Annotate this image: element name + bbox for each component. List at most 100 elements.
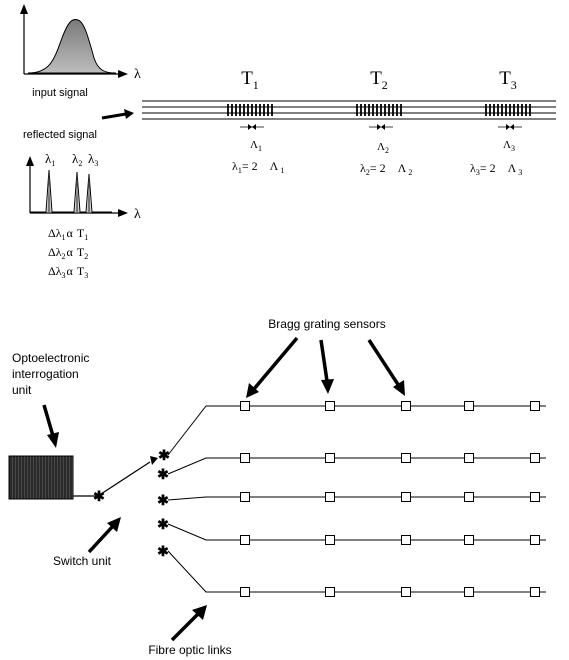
switch-arm-arrowhead xyxy=(150,456,158,465)
switch-output-node-2: ✱ xyxy=(157,466,169,482)
bragg-sensor-3-1 xyxy=(240,492,250,502)
switch-unit-arrow-head xyxy=(107,517,121,532)
grating-2-period-arrow-right xyxy=(381,124,385,130)
bragg-sensor-4-5 xyxy=(530,535,540,545)
reflected-x-arrowhead xyxy=(118,209,128,217)
input-y-arrowhead xyxy=(20,4,28,14)
bragg-sensor-3-3 xyxy=(401,492,411,502)
interrogation-unit-box xyxy=(8,455,74,500)
grating-1-period-arrow-left xyxy=(248,124,252,130)
bragg-sensor-2-5 xyxy=(530,453,540,463)
bragg-sensor-3-5 xyxy=(530,492,540,502)
bragg-sensor-4-4 xyxy=(464,535,474,545)
reflected-peak-1 xyxy=(47,170,51,212)
bragg-sensor-1-5 xyxy=(530,401,540,411)
grating-2-period-label: Λ2 xyxy=(377,141,389,155)
bragg-sensor-3-2 xyxy=(325,492,335,502)
grating-1-period-arrow-right xyxy=(252,124,256,130)
switch-unit-arrow-shaft xyxy=(87,524,115,554)
grating-3-period-arrow-left xyxy=(506,124,510,130)
bragg-sensor-4-1 xyxy=(240,535,250,545)
bragg-sensors-label: Bragg grating sensors xyxy=(268,317,385,331)
fibre-link-5 xyxy=(167,550,546,593)
switch-output-node-3: ✱ xyxy=(157,492,169,508)
grating-2-temperature-label: T2 xyxy=(370,68,388,92)
reflected-signal-label: reflected signal xyxy=(23,129,97,141)
bragg-sensor-2-1 xyxy=(240,453,250,463)
switch-input-node: ✱ xyxy=(93,488,105,504)
bragg-sensor-5-2 xyxy=(325,587,335,597)
fibre-links-arrow-head xyxy=(192,605,207,620)
bragg-sensor-4-2 xyxy=(325,535,335,545)
bragg-sensor-2-3 xyxy=(401,453,411,463)
grating-2-period-arrow-left xyxy=(377,124,381,130)
bragg-sensor-5-4 xyxy=(464,587,474,597)
sensor-arrow-3-shaft xyxy=(367,339,401,387)
fibre-entry-arrowhead xyxy=(124,109,134,119)
grating-1-period-label: Λ1 xyxy=(250,139,262,153)
input-x-arrowhead xyxy=(118,70,128,78)
grating-3-period-arrow-right xyxy=(510,124,514,130)
fibre-link-1 xyxy=(167,405,546,456)
bragg-sensor-5-5 xyxy=(530,587,540,597)
switch-output-node-5: ✱ xyxy=(157,543,169,559)
sensor-arrow-2-head xyxy=(321,379,334,394)
fibre-link-3 xyxy=(167,496,546,501)
peak-label-2: λ2 xyxy=(72,151,82,168)
peak-label-3: λ3 xyxy=(88,151,98,168)
grating-3-temperature-label: T3 xyxy=(499,68,517,92)
fibre-link-4 xyxy=(167,523,546,541)
sensor-arrow-1-head xyxy=(246,383,259,398)
reflected-peaks-trace xyxy=(30,169,112,213)
switch-output-node-4: ✱ xyxy=(157,516,169,532)
bragg-sensor-1-2 xyxy=(325,401,335,411)
reflected-y-arrowhead xyxy=(26,156,34,166)
sensor-arrow-3-head xyxy=(393,380,405,396)
interrogation-unit-label-line-1: Optoelectronic xyxy=(12,351,89,365)
optical-fibre xyxy=(142,100,556,120)
peak-label-1: λ1 xyxy=(45,151,55,168)
bragg-sensor-2-4 xyxy=(464,453,474,463)
switch-output-nodes: ✱ ✱ ✱ ✱ ✱ xyxy=(157,447,170,559)
switch-arm xyxy=(100,461,151,495)
input-spectrum-plot xyxy=(20,4,128,78)
fibre-link-2 xyxy=(167,457,546,475)
interrogation-unit-arrow-shaft xyxy=(42,404,55,437)
sensor-arrow-2-shaft xyxy=(319,339,329,382)
grating-1-temperature-label: T1 xyxy=(241,68,259,92)
fibre-links-arrow-shaft xyxy=(170,612,200,642)
fibre-entry-arrow xyxy=(101,112,127,120)
input-gaussian-curve xyxy=(27,19,117,74)
grating-3-period-label: Λ3 xyxy=(503,139,515,153)
input-signal-label: input signal xyxy=(32,87,88,99)
bragg-sensor-4-3 xyxy=(401,535,411,545)
interrogation-unit-arrow-head xyxy=(47,432,59,448)
fibre-links-label: Fibre optic links xyxy=(148,643,231,657)
bragg-sensor-5-3 xyxy=(401,587,411,597)
interrogation-unit-label-line-2: interrogation xyxy=(12,367,79,381)
input-lambda-axis-label: λ xyxy=(134,67,141,82)
switch-unit-label: Switch unit xyxy=(53,554,112,568)
reflected-spectrum-plot xyxy=(26,156,128,217)
bragg-sensor-1-1 xyxy=(240,401,250,411)
fibre-optic-links xyxy=(167,401,546,597)
fibre-bragg-gratings xyxy=(227,104,531,130)
reflected-peak-2 xyxy=(75,172,79,212)
switch-output-node-1: ✱ xyxy=(158,447,170,463)
bragg-sensor-3-4 xyxy=(464,492,474,502)
reflected-lambda-axis-label: λ xyxy=(134,207,141,222)
bragg-sensor-1-4 xyxy=(464,401,474,411)
bragg-sensor-2-2 xyxy=(325,453,335,463)
reflected-peak-3 xyxy=(87,174,91,212)
interrogation-unit-label-line-3: unit xyxy=(12,383,32,397)
bragg-sensor-5-1 xyxy=(240,587,250,597)
bragg-sensor-1-3 xyxy=(401,401,411,411)
